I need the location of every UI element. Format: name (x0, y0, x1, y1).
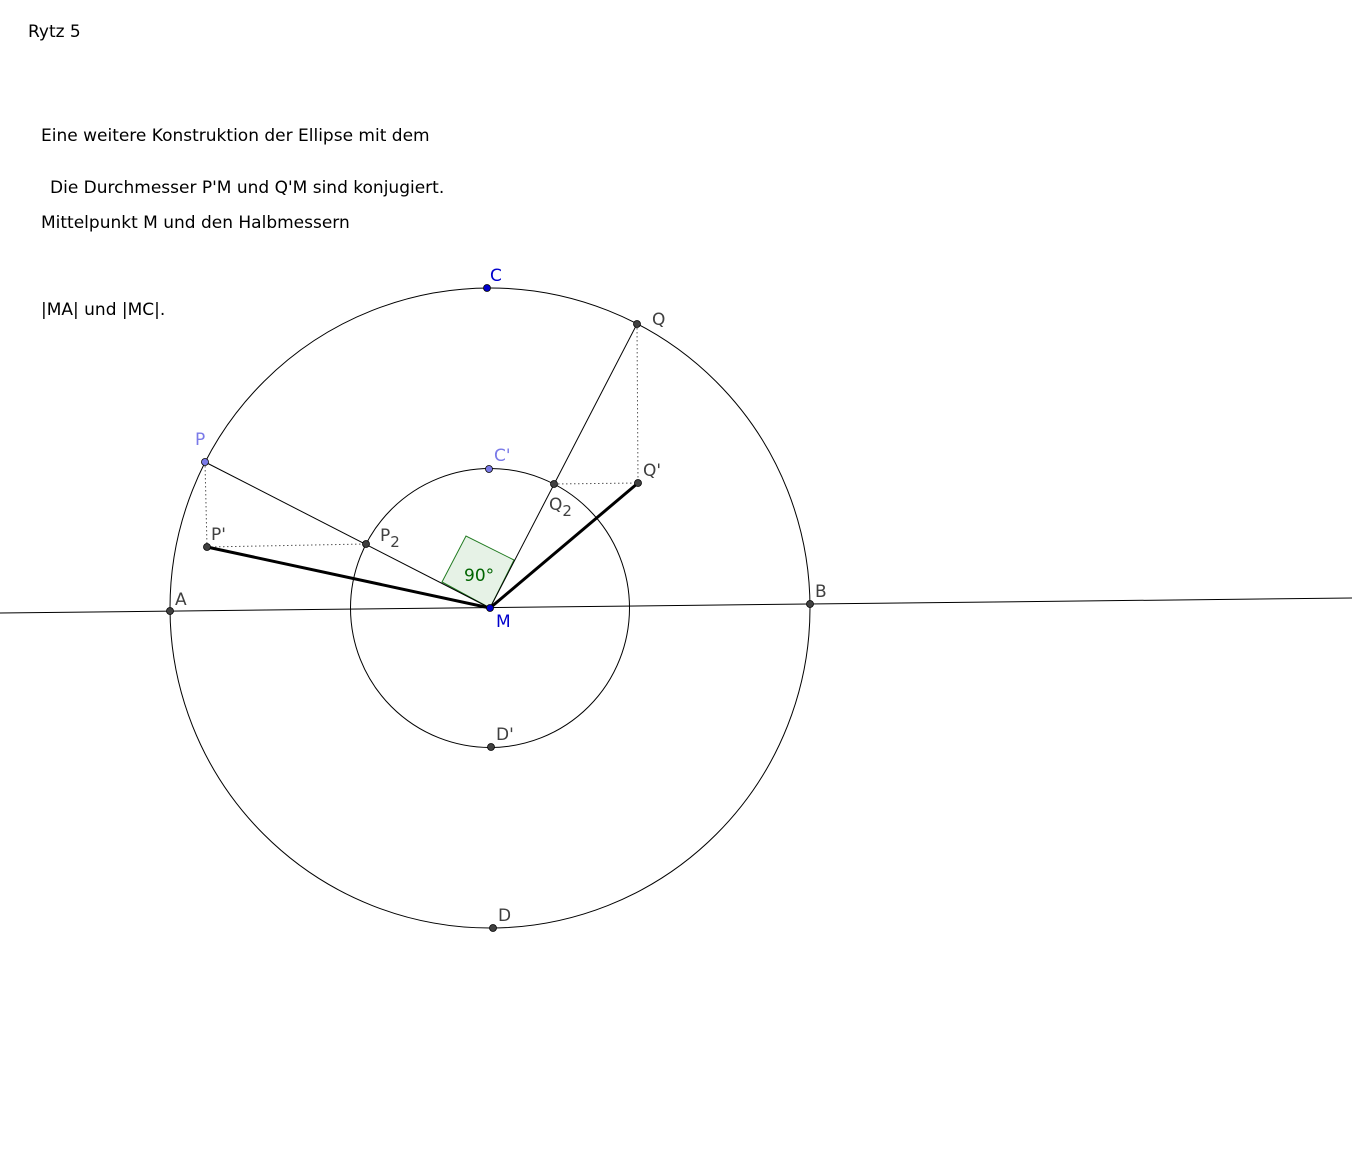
title: Rytz 5 (28, 22, 81, 42)
dotted-p-pprime (204, 461, 208, 548)
point-c[interactable] (483, 284, 491, 292)
label-d: D (498, 906, 511, 926)
point-d-prime[interactable] (487, 743, 495, 751)
label-p2: P2 (380, 526, 400, 551)
diameter-pprime-m (206, 545, 491, 610)
point-q-prime[interactable] (634, 479, 642, 487)
conjugate-text: Die Durchmesser P'M und Q'M sind konjugi… (50, 178, 445, 198)
axis-line (0, 597, 1352, 614)
label-q2-base: Q (549, 495, 562, 515)
point-a[interactable] (166, 607, 174, 615)
label-p2-base: P (380, 526, 390, 546)
label-c-prime: C' (494, 446, 511, 466)
point-p2[interactable] (362, 540, 370, 548)
point-p[interactable] (201, 458, 209, 466)
label-m: M (496, 612, 511, 632)
radius-mq (489, 323, 638, 609)
description-line-1: Eine weitere Konstruktion der Ellipse mi… (41, 126, 430, 146)
dotted-pprime-p2 (206, 543, 367, 548)
label-q2: Q2 (549, 495, 572, 520)
dotted-q2-qprime (553, 482, 639, 485)
right-angle-marker (441, 535, 515, 609)
label-p: P (195, 430, 205, 450)
label-q2-sub: 2 (562, 502, 572, 520)
radius-mp (204, 461, 491, 609)
description-line-3: |MA| und |MC|. (41, 300, 166, 320)
label-p-prime: P' (211, 525, 226, 545)
diameter-qprime-m (489, 481, 639, 610)
label-b: B (815, 582, 827, 602)
point-c-prime[interactable] (485, 465, 493, 473)
point-q[interactable] (633, 320, 641, 328)
description: Eine weitere Konstruktion der Ellipse mi… (41, 64, 430, 354)
point-p-prime[interactable] (203, 543, 211, 551)
dotted-q-qprime (636, 323, 639, 484)
angle-label: 90° (464, 566, 494, 586)
point-m[interactable] (486, 604, 494, 612)
description-line-2: Mittelpunkt M und den Halbmessern (41, 213, 350, 233)
point-d[interactable] (489, 924, 497, 932)
label-c: C (490, 266, 502, 286)
label-q-prime: Q' (643, 461, 661, 481)
label-p2-sub: 2 (390, 533, 400, 551)
label-a: A (175, 590, 187, 610)
label-q: Q (652, 310, 665, 330)
label-d-prime: D' (496, 725, 514, 745)
point-b[interactable] (806, 600, 814, 608)
point-q2[interactable] (550, 480, 558, 488)
